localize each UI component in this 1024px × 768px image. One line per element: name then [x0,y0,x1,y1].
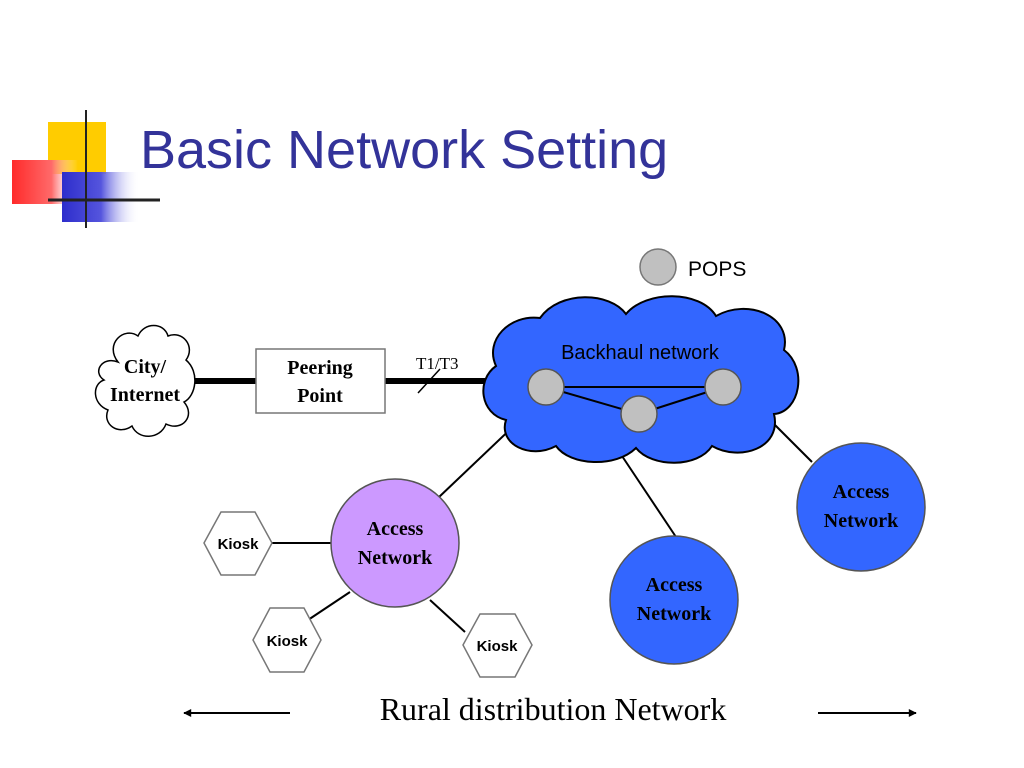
backhaul-label: Backhaul network [561,342,720,364]
kiosk-left: Kiosk [203,511,273,576]
link-access-kiosk-3 [429,599,466,633]
city-internet-cloud: City/ Internet [94,324,196,437]
kiosk-left-shape [203,511,273,576]
link-label: T1/T3 [416,354,459,373]
pops-legend-label: POPS [688,258,746,281]
link-slash-mark [417,368,441,394]
access-network-right-line1: Access [833,481,890,503]
kiosk-bottom-left-label: Kiosk [267,633,309,650]
link-access-kiosk-2 [307,591,351,621]
title-decoration [12,110,1000,228]
kiosk-bottom-right-label: Kiosk [477,638,519,655]
access-network-right-node [796,442,926,572]
kiosk-bottom-right-shape [462,613,533,678]
kiosk-left-label: Kiosk [218,536,260,553]
pops-legend-icon [639,248,677,286]
slide-title: Basic Network Setting [140,120,668,180]
access-network-primary-line1: Access [367,518,424,540]
city-label-line1: City/ [124,356,167,378]
access-network-right-line2: Network [824,510,899,532]
pop-node-left [527,368,565,406]
pop-node-bottom [620,395,658,433]
city-cloud-shape [94,324,196,437]
link-backhaul-access-2 [617,449,677,538]
peering-label-line1: Peering [287,357,353,379]
city-label-line2: Internet [110,384,180,406]
access-network-center-line1: Access [646,574,703,596]
link-backhaul-access-3 [769,419,813,463]
decor-blue-gradient [62,172,140,222]
access-network-primary-node [330,478,460,608]
backhaul-network: Backhaul network [482,295,800,464]
peering-point: Peering Point [255,348,386,414]
peering-point-box [255,348,386,414]
access-network-center-node [609,535,739,665]
kiosk-bottom-left-shape [252,607,322,673]
kiosk-bottom-left: Kiosk [252,607,322,673]
access-network-center: Access Network [609,535,739,665]
kiosk-bottom-right: Kiosk [462,613,533,678]
backhaul-cloud-shape [482,295,800,464]
access-network-right: Access Network [796,442,926,572]
access-network-primary-line2: Network [358,547,433,569]
pop-node-right [704,368,742,406]
peering-label-line2: Point [297,385,343,407]
access-network-primary: Access Network [330,478,460,608]
access-network-center-line2: Network [637,603,712,625]
footer-label: Rural distribution Network [380,691,727,727]
